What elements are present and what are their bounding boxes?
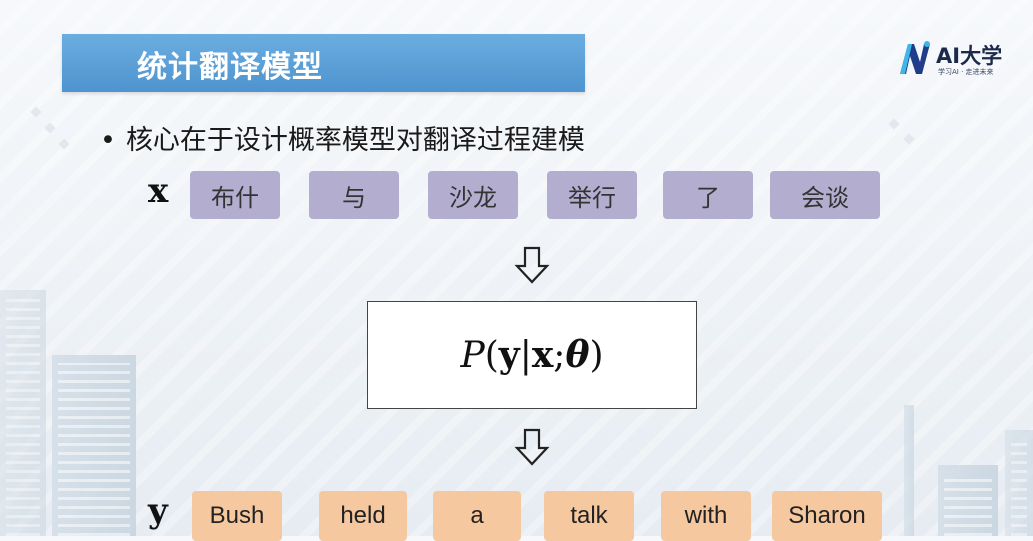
bullet-marker: • xyxy=(100,125,116,156)
arrow-down-icon xyxy=(514,246,550,284)
background-building xyxy=(904,405,914,536)
target-token: a xyxy=(433,491,521,541)
target-token: held xyxy=(319,491,407,541)
target-label: y xyxy=(148,491,168,531)
source-token: 与 xyxy=(309,171,399,219)
arrow-down-icon xyxy=(514,428,550,466)
source-token: 沙龙 xyxy=(428,171,518,219)
logo-mark-icon xyxy=(900,41,930,74)
source-token: 会谈 xyxy=(770,171,880,219)
background-building xyxy=(0,290,46,536)
logo-tagline: 学习AI · 走进未来 xyxy=(938,68,994,76)
slide-title-bar: 统计翻译模型 xyxy=(62,34,585,92)
target-token: with xyxy=(661,491,751,541)
brand-logo: AI大学 学习AI · 走进未来 xyxy=(898,40,1023,80)
background-building xyxy=(1005,430,1033,536)
target-token: Sharon xyxy=(772,491,882,541)
target-token: Bush xyxy=(192,491,282,541)
slide-title: 统计翻译模型 xyxy=(137,50,323,85)
bullet-point: • 核心在于设计概率模型对翻译过程建模 xyxy=(100,118,585,157)
source-label: x xyxy=(148,171,169,211)
background-building xyxy=(938,465,998,536)
source-token: 举行 xyxy=(547,171,637,219)
model-box: P(y|x;θ) xyxy=(367,301,697,409)
bullet-text: 核心在于设计概率模型对翻译过程建模 xyxy=(125,125,585,156)
logo-brand-text: AI大学 xyxy=(936,44,1003,68)
background-building xyxy=(52,355,136,536)
source-token: 了 xyxy=(663,171,753,219)
target-token: talk xyxy=(544,491,634,541)
source-token: 布什 xyxy=(190,171,280,219)
probability-formula: P(y|x;θ) xyxy=(460,334,604,376)
